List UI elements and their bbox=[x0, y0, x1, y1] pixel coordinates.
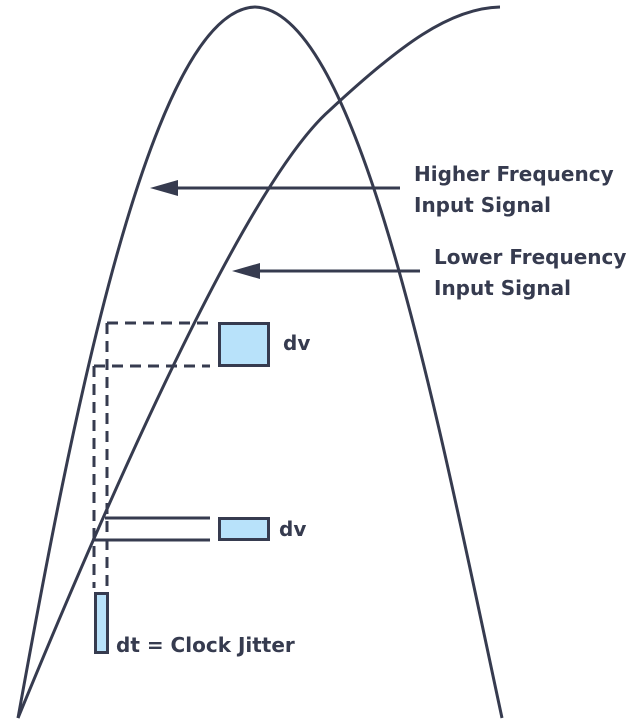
lower-frequency-label-line1: Lower Frequency bbox=[434, 245, 626, 269]
lower-frequency-curve bbox=[16, 5, 501, 719]
dv-small-label: dv bbox=[279, 517, 306, 541]
higher-frequency-curve bbox=[16, 5, 504, 719]
lower-frequency-arrowhead bbox=[232, 263, 260, 279]
higher-frequency-label-line1: Higher Frequency bbox=[414, 162, 614, 186]
higher-frequency-label-line2: Input Signal bbox=[414, 193, 551, 217]
dv-large-label: dv bbox=[283, 331, 310, 355]
dt-clock-jitter-label: dt = Clock Jitter bbox=[116, 633, 295, 657]
lower-frequency-label-line2: Input Signal bbox=[434, 276, 571, 300]
higher-frequency-arrowhead bbox=[150, 180, 178, 196]
dt-box bbox=[94, 592, 109, 654]
dv-small-box bbox=[218, 517, 270, 541]
dv-large-box bbox=[218, 322, 270, 367]
